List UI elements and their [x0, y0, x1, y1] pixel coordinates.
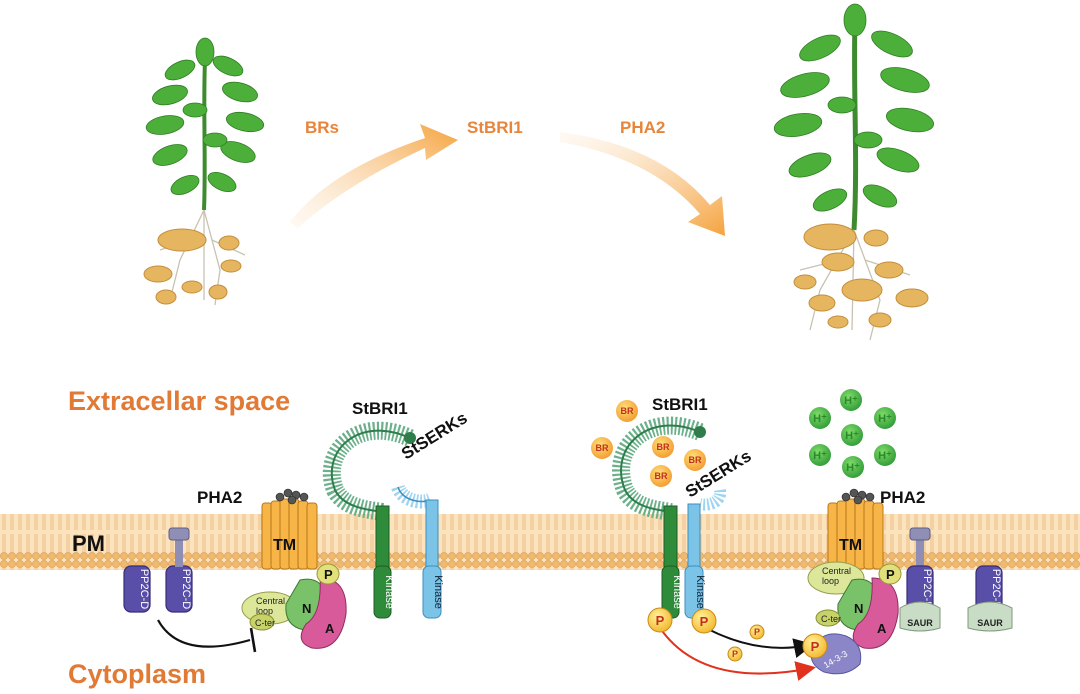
p-domain-right: P	[886, 567, 895, 582]
pp2c-saur-complex-1: PP2C-D SAUR	[899, 527, 941, 632]
black-arrow	[709, 629, 814, 658]
pp2c-d-label-4: PP2C-D	[990, 569, 1002, 609]
svg-text:loop: loop	[256, 606, 273, 616]
svg-text:BR: BR	[657, 442, 670, 452]
svg-text:H⁺: H⁺	[845, 430, 859, 442]
phospho-ball: P	[647, 607, 673, 633]
extracellular-label: Extracellar space	[68, 386, 290, 416]
central-loop-label-right: Central	[822, 566, 851, 576]
saur-label-1: SAUR	[907, 618, 933, 628]
pha2-left: TM Central loop N A P C-ter	[241, 488, 347, 649]
br-ball: BR	[652, 436, 674, 458]
tm-label-right: TM	[839, 537, 862, 554]
svg-text:P: P	[732, 649, 738, 659]
svg-text:H⁺: H⁺	[813, 413, 827, 425]
pp2c-saur-complex-2: PP2C-D SAUR	[967, 565, 1013, 632]
flow-label-stbri1: StBRI1	[467, 118, 523, 137]
pha2-label-left: PHA2	[197, 488, 242, 507]
pp2c-d-left-group: PP2C-D PP2C-D	[123, 527, 193, 613]
br-ball: BR	[684, 449, 706, 471]
h-plus-ball: H⁺	[840, 389, 862, 411]
c-ter-right: C-ter	[821, 614, 841, 624]
stserks-right: Kinase	[684, 489, 727, 619]
h-plus-ball: H⁺	[874, 407, 896, 429]
svg-text:P: P	[700, 614, 709, 629]
phospho-ball-small: P	[749, 624, 765, 640]
pp2c-d-label-1: PP2C-D	[138, 569, 150, 609]
stbri1-right: Kinase	[612, 416, 706, 619]
svg-text:P: P	[656, 613, 665, 628]
br-ball: BR	[591, 437, 613, 459]
phospho-ball: P	[691, 608, 717, 634]
red-arrow	[657, 624, 816, 681]
cytoplasm-label: Cytoplasm	[68, 659, 206, 689]
svg-text:H⁺: H⁺	[878, 413, 892, 425]
h-plus-ball: H⁺	[841, 424, 863, 446]
svg-text:H⁺: H⁺	[846, 462, 860, 474]
a-domain-left: A	[325, 621, 335, 636]
inhibition-line	[157, 619, 251, 648]
pha2-label-right: PHA2	[880, 488, 925, 507]
svg-text:H⁺: H⁺	[813, 450, 827, 462]
c-ter-left: C-ter	[255, 618, 275, 628]
svg-text:BR: BR	[655, 471, 668, 481]
plant-small	[143, 37, 265, 306]
pp2c-d-label-2: PP2C-D	[180, 569, 192, 609]
stbri1-label-right: StBRI1	[652, 395, 708, 414]
kinase-label-bri1-right: Kinase	[671, 575, 683, 609]
svg-text:H⁺: H⁺	[878, 450, 892, 462]
h-plus-ball: H⁺	[809, 444, 831, 466]
h-plus-ball: H⁺	[874, 444, 896, 466]
phospho-ball: P	[802, 633, 828, 659]
stserks-left: Kinase	[391, 484, 444, 619]
br-molecules: BR BR BR BR BR	[591, 400, 706, 487]
kinase-label-serk-left: Kinase	[432, 575, 444, 609]
flow-arrow-1	[290, 124, 458, 228]
br-ball: BR	[650, 465, 672, 487]
h-plus-ball: H⁺	[842, 456, 864, 478]
flow-arrow-2	[560, 132, 725, 236]
stbri1-label-left: StBRI1	[352, 399, 408, 418]
tm-label-left: TM	[273, 537, 296, 554]
pp2c-d-label-3: PP2C-D	[921, 569, 933, 609]
proton-molecules: H⁺ H⁺ H⁺ H⁺ H⁺ H⁺ H⁺	[809, 389, 896, 478]
flow-label-pha2: PHA2	[620, 118, 665, 137]
flow-label-brs: BRs	[305, 118, 339, 137]
svg-text:P: P	[811, 639, 820, 654]
svg-text:BR: BR	[596, 443, 609, 453]
svg-text:loop: loop	[822, 576, 839, 586]
phospho-group: P P P P P	[647, 607, 828, 681]
phospho-ball-small: P	[727, 646, 743, 662]
kinase-label-serk-right: Kinase	[694, 575, 706, 609]
stbri1-left: Kinase	[322, 421, 416, 619]
n-domain-right: N	[854, 601, 863, 616]
kinase-label-bri1-left: Kinase	[383, 575, 395, 609]
pha2-right: TM Central loop N A P C-ter 14-3-3	[807, 488, 902, 675]
svg-text:P: P	[754, 627, 760, 637]
a-domain-right: A	[877, 621, 887, 636]
central-loop-label-left: Central	[256, 596, 285, 606]
saur-label-2: SAUR	[977, 618, 1003, 628]
n-domain-left: N	[302, 601, 311, 616]
svg-text:BR: BR	[689, 455, 702, 465]
br-ball: BR	[616, 400, 638, 422]
svg-text:BR: BR	[621, 406, 634, 416]
pm-label: PM	[72, 531, 105, 556]
plant-large	[773, 3, 934, 341]
h-plus-ball: H⁺	[809, 407, 831, 429]
p-domain-left: P	[324, 567, 333, 582]
svg-text:H⁺: H⁺	[844, 395, 858, 407]
